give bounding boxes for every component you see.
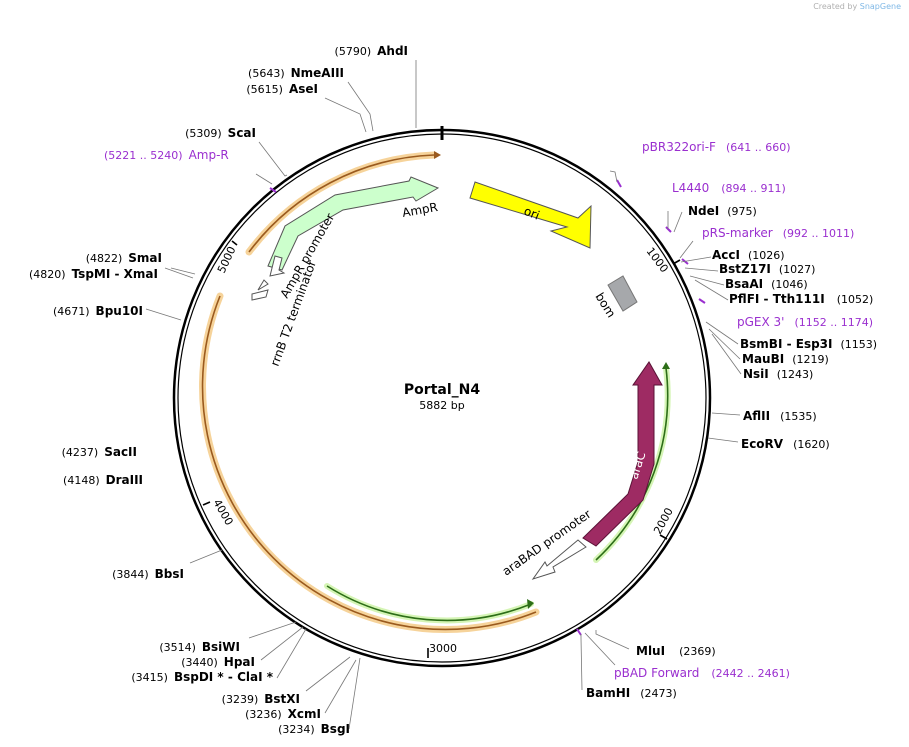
site-ndei: NdeI(975) bbox=[688, 204, 757, 218]
site-bpu10i: (4671)Bpu10I bbox=[53, 304, 143, 318]
snapgene-credit: Created by SnapGene bbox=[813, 2, 901, 11]
site-tspmi-xmai: (4820)TspMI - XmaI bbox=[29, 267, 158, 281]
site-sacii: (4237)SacII bbox=[62, 445, 137, 459]
site-draiii: (4148)DraIII bbox=[63, 473, 143, 487]
plasmid-name: Portal_N4 bbox=[404, 382, 480, 398]
site-scai: (5309)ScaI bbox=[185, 126, 256, 140]
feature-ampr-label: AmpR bbox=[401, 200, 439, 220]
site-bstxi: (3239)BstXI bbox=[222, 692, 300, 706]
plasmid-length: 5882 bp bbox=[419, 399, 464, 412]
backbone-outer-circle bbox=[172, 128, 712, 668]
site-hpai: (3440)HpaI bbox=[181, 655, 255, 669]
site-nmeaiii: (5643)NmeAIII bbox=[248, 66, 344, 80]
backbone-inner-circle bbox=[177, 133, 707, 663]
site-nsii: NsiI(1243) bbox=[743, 367, 813, 381]
feature-arac-arrow: araC bbox=[582, 361, 663, 547]
site-bsiwi: (3514)BsiWI bbox=[159, 640, 240, 654]
tick-label-3000: 3000 bbox=[429, 642, 457, 655]
site-ahdi: (5790)AhdI bbox=[335, 44, 408, 58]
site-pflfi-tth111i: PflFI - Tth111I(1052) bbox=[729, 292, 873, 306]
site-bamhi: BamHI(2473) bbox=[586, 686, 677, 700]
site-bstz17i: BstZ17I(1027) bbox=[719, 262, 815, 276]
site-bsaai: BsaAI(1046) bbox=[725, 277, 808, 291]
primer-pbad-forward: pBAD Forward(2442 .. 2461) bbox=[614, 666, 790, 680]
primer-pbr322ori-f: pBR322ori-F(641 .. 660) bbox=[642, 140, 791, 154]
enzyme-labels-left: (5790)AhdI (5643)NmeAIII (5615)AseI (530… bbox=[29, 44, 408, 736]
primer-pgex-3: pGEX 3'(1152 .. 1174) bbox=[737, 315, 873, 329]
ampr-backbone-annotations bbox=[199, 151, 540, 633]
feature-ori-arrow: ori bbox=[469, 181, 592, 249]
site-bsmbi-esp3i: BsmBI - Esp3I(1153) bbox=[740, 337, 877, 351]
site-xcmi: (3236)XcmI bbox=[245, 707, 321, 721]
feature-bom-box: bom bbox=[592, 275, 638, 320]
primer-l4440: L4440(894 .. 911) bbox=[672, 181, 786, 195]
primer-labels: pBR322ori-F(641 .. 660) L4440(894 .. 911… bbox=[104, 140, 873, 680]
site-acci: AccI(1026) bbox=[712, 248, 785, 262]
site-bsgi: (3234)BsgI bbox=[278, 722, 350, 736]
primer-prs-marker: pRS-marker(992 .. 1011) bbox=[702, 226, 854, 240]
feature-ori-label: ori bbox=[522, 204, 542, 223]
feature-ampr-arrow: AmpR bbox=[267, 176, 440, 271]
feature-arabad-promoter-arrow: araBAD promoter bbox=[500, 507, 594, 580]
site-smai: (4822)SmaI bbox=[86, 251, 162, 265]
primer-amp-r: (5221 .. 5240)Amp-R bbox=[104, 148, 229, 162]
site-aflii: AflII(1535) bbox=[743, 409, 817, 423]
green-backbone-annotations bbox=[324, 362, 671, 624]
site-bbsi: (3844)BbsI bbox=[112, 567, 184, 581]
site-ecorv: EcoRV(1620) bbox=[741, 437, 830, 451]
site-asei: (5615)AseI bbox=[246, 82, 318, 96]
site-bspdi-clai: (3415)BspDI * - ClaI * bbox=[131, 670, 273, 684]
tick-label-2000: 2000 bbox=[651, 506, 676, 537]
enzyme-labels-right: NdeI(975) AccI(1026) BstZ17I(1027) BsaAI… bbox=[586, 204, 877, 700]
site-mlui: MluI(2369) bbox=[636, 644, 716, 658]
leader-lines bbox=[145, 60, 742, 730]
site-maubi: MauBI(1219) bbox=[742, 352, 829, 366]
